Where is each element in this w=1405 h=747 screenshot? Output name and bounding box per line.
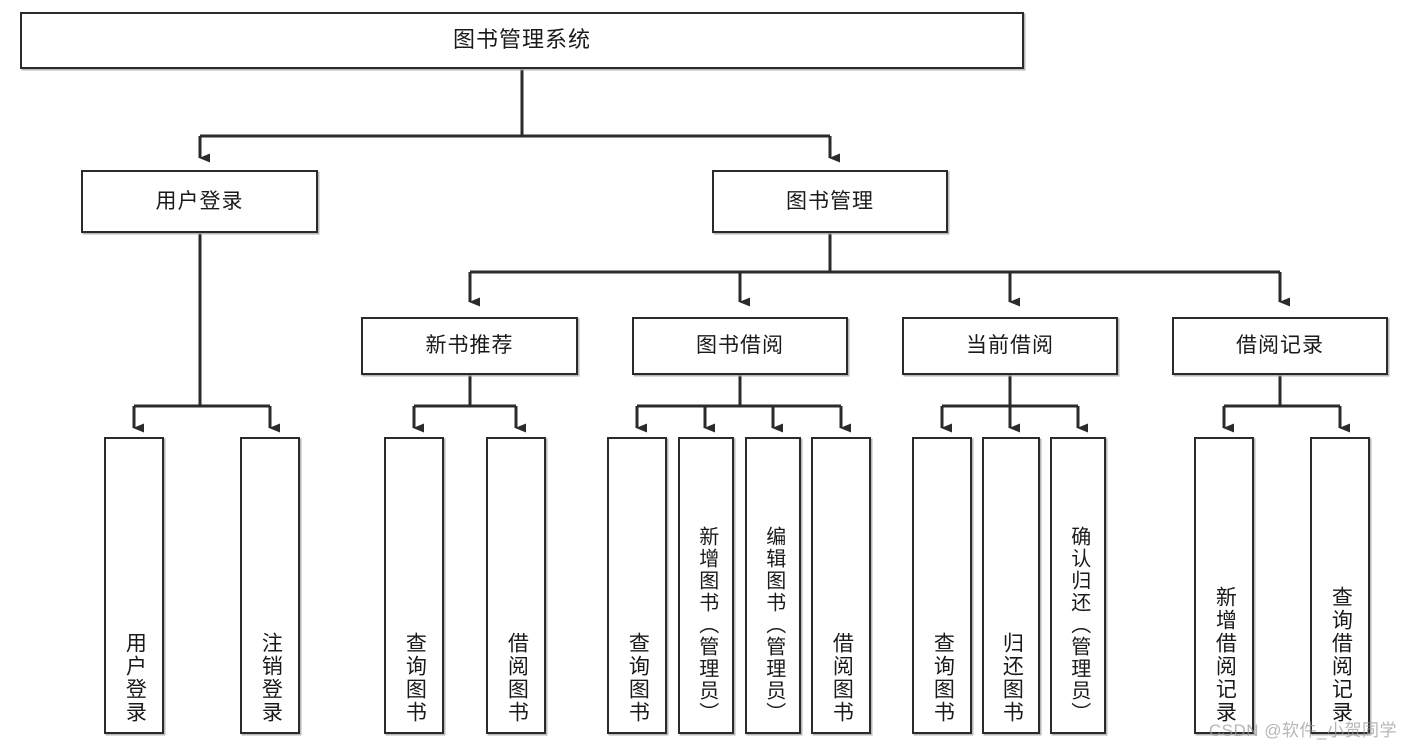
node-user-login[interactable]: 用户登录 bbox=[81, 170, 318, 233]
node-leaf-add-record-label: 新增借阅记录 bbox=[1213, 586, 1237, 724]
node-current-borrow[interactable]: 当前借阅 bbox=[902, 317, 1118, 375]
node-root-label: 图书管理系统 bbox=[452, 27, 591, 53]
node-leaf-logout[interactable]: 注销登录 bbox=[240, 437, 300, 734]
node-leaf-query-book-3[interactable]: 查询图书 bbox=[912, 437, 972, 734]
node-leaf-query-record-label: 查询借阅记录 bbox=[1329, 586, 1353, 724]
node-book-management[interactable]: 图书管理 bbox=[712, 170, 948, 233]
node-leaf-borrow-book-2[interactable]: 借阅图书 bbox=[811, 437, 871, 734]
node-leaf-query-record[interactable]: 查询借阅记录 bbox=[1310, 437, 1370, 734]
node-root[interactable]: 图书管理系统 bbox=[20, 12, 1024, 69]
node-leaf-user-login[interactable]: 用户登录 bbox=[104, 437, 164, 734]
node-new-book-recommend-label: 新书推荐 bbox=[425, 334, 514, 358]
node-leaf-query-book-3-label: 查询图书 bbox=[931, 632, 955, 724]
node-user-login-label: 用户登录 bbox=[155, 189, 244, 213]
node-leaf-add-record[interactable]: 新增借阅记录 bbox=[1194, 437, 1254, 734]
node-leaf-query-book-1-label: 查询图书 bbox=[403, 632, 427, 724]
node-leaf-return-book[interactable]: 归还图书 bbox=[982, 437, 1040, 734]
node-book-management-label: 图书管理 bbox=[786, 189, 874, 213]
node-current-borrow-label: 当前借阅 bbox=[966, 334, 1054, 358]
node-leaf-query-book-2-label: 查询图书 bbox=[626, 632, 650, 724]
node-leaf-confirm-return-label: 确认归还（管理员） bbox=[1067, 526, 1090, 724]
node-leaf-query-book-1[interactable]: 查询图书 bbox=[384, 437, 444, 734]
node-leaf-logout-label: 注销登录 bbox=[259, 632, 283, 724]
node-leaf-user-login-label: 用户登录 bbox=[123, 632, 147, 724]
node-leaf-query-book-2[interactable]: 查询图书 bbox=[607, 437, 667, 734]
node-borrow-record-label: 借阅记录 bbox=[1236, 334, 1324, 358]
node-leaf-edit-book[interactable]: 编辑图书（管理员） bbox=[745, 437, 801, 734]
node-leaf-borrow-book-1-label: 借阅图书 bbox=[505, 632, 529, 724]
node-leaf-confirm-return[interactable]: 确认归还（管理员） bbox=[1050, 437, 1106, 734]
node-borrow-record[interactable]: 借阅记录 bbox=[1172, 317, 1388, 375]
node-new-book-recommend[interactable]: 新书推荐 bbox=[361, 317, 578, 375]
node-leaf-return-book-label: 归还图书 bbox=[1000, 632, 1024, 724]
node-leaf-add-book-label: 新增图书（管理员） bbox=[695, 526, 718, 724]
node-leaf-add-book[interactable]: 新增图书（管理员） bbox=[678, 437, 734, 734]
node-book-borrow[interactable]: 图书借阅 bbox=[632, 317, 848, 375]
node-leaf-borrow-book-2-label: 借阅图书 bbox=[830, 632, 854, 724]
node-leaf-borrow-book-1[interactable]: 借阅图书 bbox=[486, 437, 546, 734]
node-leaf-edit-book-label: 编辑图书（管理员） bbox=[762, 526, 785, 724]
watermark: CSDN @软件_小贺同学 bbox=[1208, 721, 1397, 740]
node-book-borrow-label: 图书借阅 bbox=[696, 334, 784, 358]
